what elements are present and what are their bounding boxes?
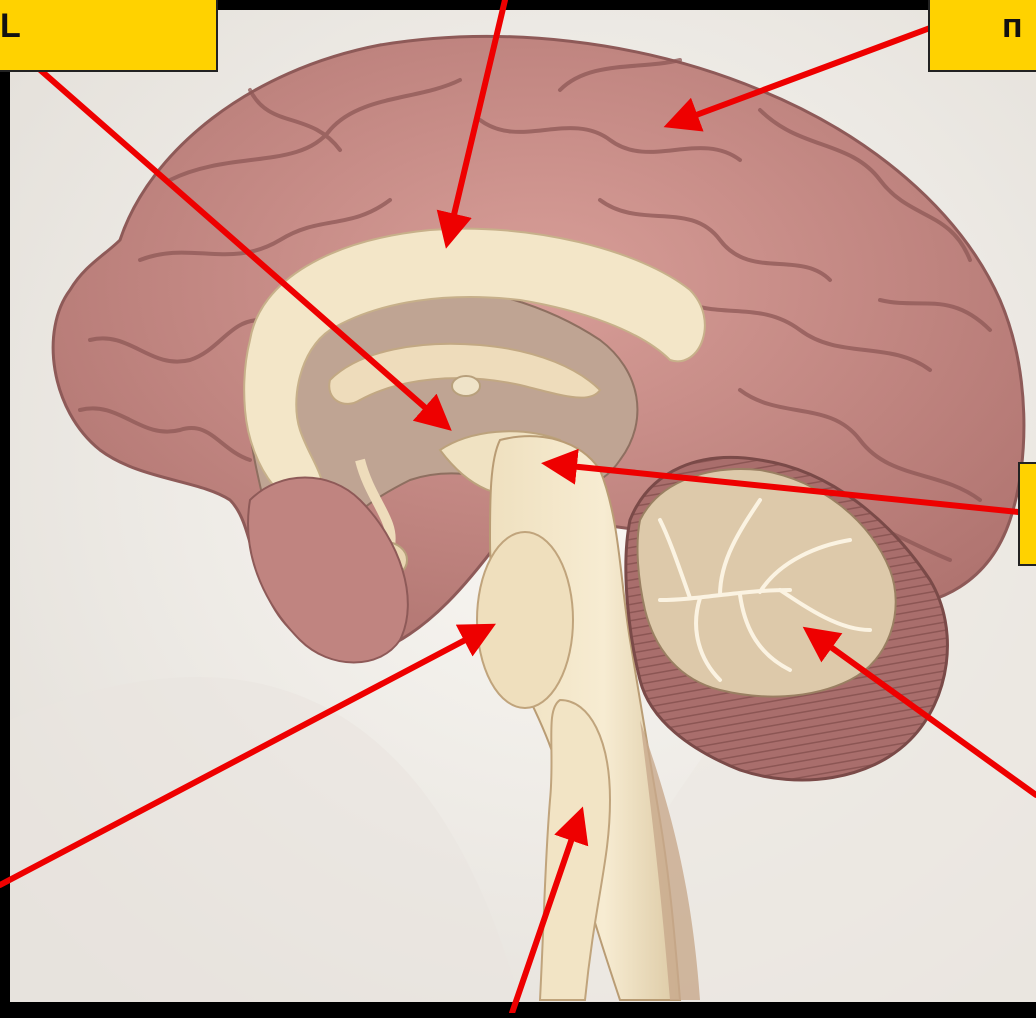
pons: [477, 532, 573, 708]
label-box-top-right: п: [928, 0, 1036, 72]
interthalamic-adhesion: [452, 376, 480, 396]
label-box-top-left: L: [0, 0, 218, 72]
label-box-right-middle: [1018, 462, 1036, 566]
